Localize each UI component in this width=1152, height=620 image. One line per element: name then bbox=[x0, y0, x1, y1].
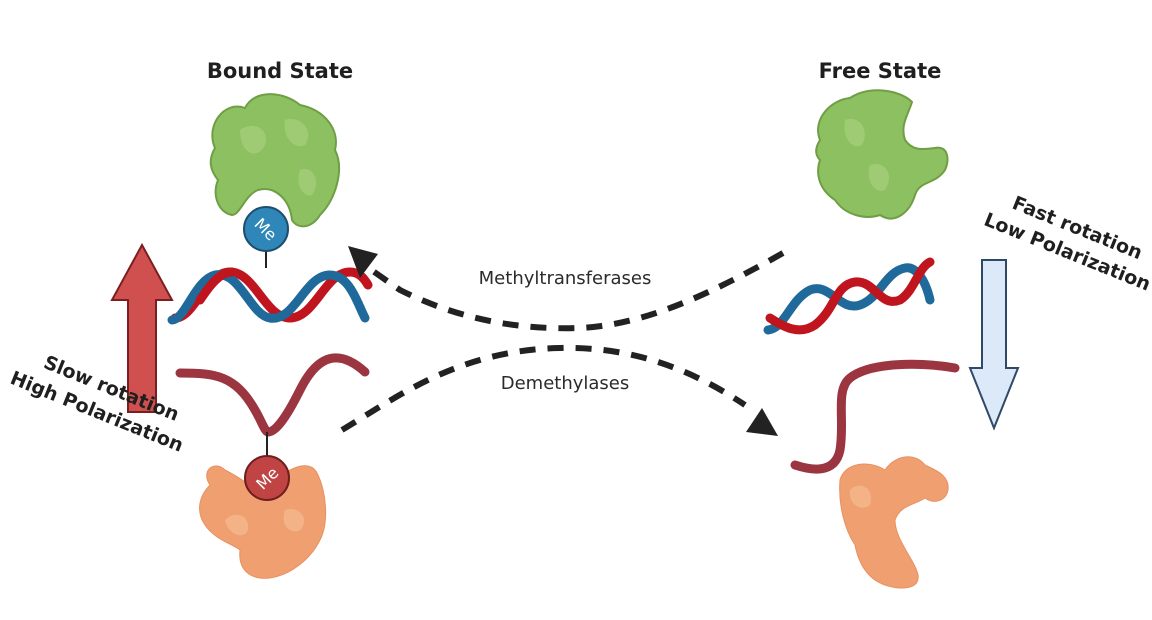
methyltransferase-arrow bbox=[358, 250, 785, 332]
demethylases-label: Demethylases bbox=[501, 373, 630, 394]
methyltransferase-arrowhead-icon bbox=[348, 246, 378, 278]
green-protein-free bbox=[815, 89, 949, 220]
methyl-group-rna: Me bbox=[244, 432, 290, 501]
green-protein-bound bbox=[209, 93, 340, 228]
bound-state-title: Bound State bbox=[207, 59, 353, 83]
up-arrow-icon bbox=[110, 242, 174, 413]
demethylase-arrow bbox=[340, 344, 747, 433]
rna-strand-bound bbox=[175, 353, 370, 437]
rna-strand-free bbox=[790, 359, 960, 474]
dna-helix-bound bbox=[167, 267, 373, 325]
orange-protein-bound bbox=[199, 465, 327, 579]
down-arrow-icon bbox=[968, 259, 1020, 431]
free-state-title: Free State bbox=[819, 59, 942, 83]
methyltransferases-label: Methyltransferases bbox=[479, 268, 652, 289]
methyl-group-dna: Me bbox=[243, 206, 289, 268]
orange-protein-free bbox=[839, 456, 949, 589]
dna-helix-free bbox=[763, 257, 935, 335]
demethylase-arrowhead-icon bbox=[746, 408, 778, 436]
